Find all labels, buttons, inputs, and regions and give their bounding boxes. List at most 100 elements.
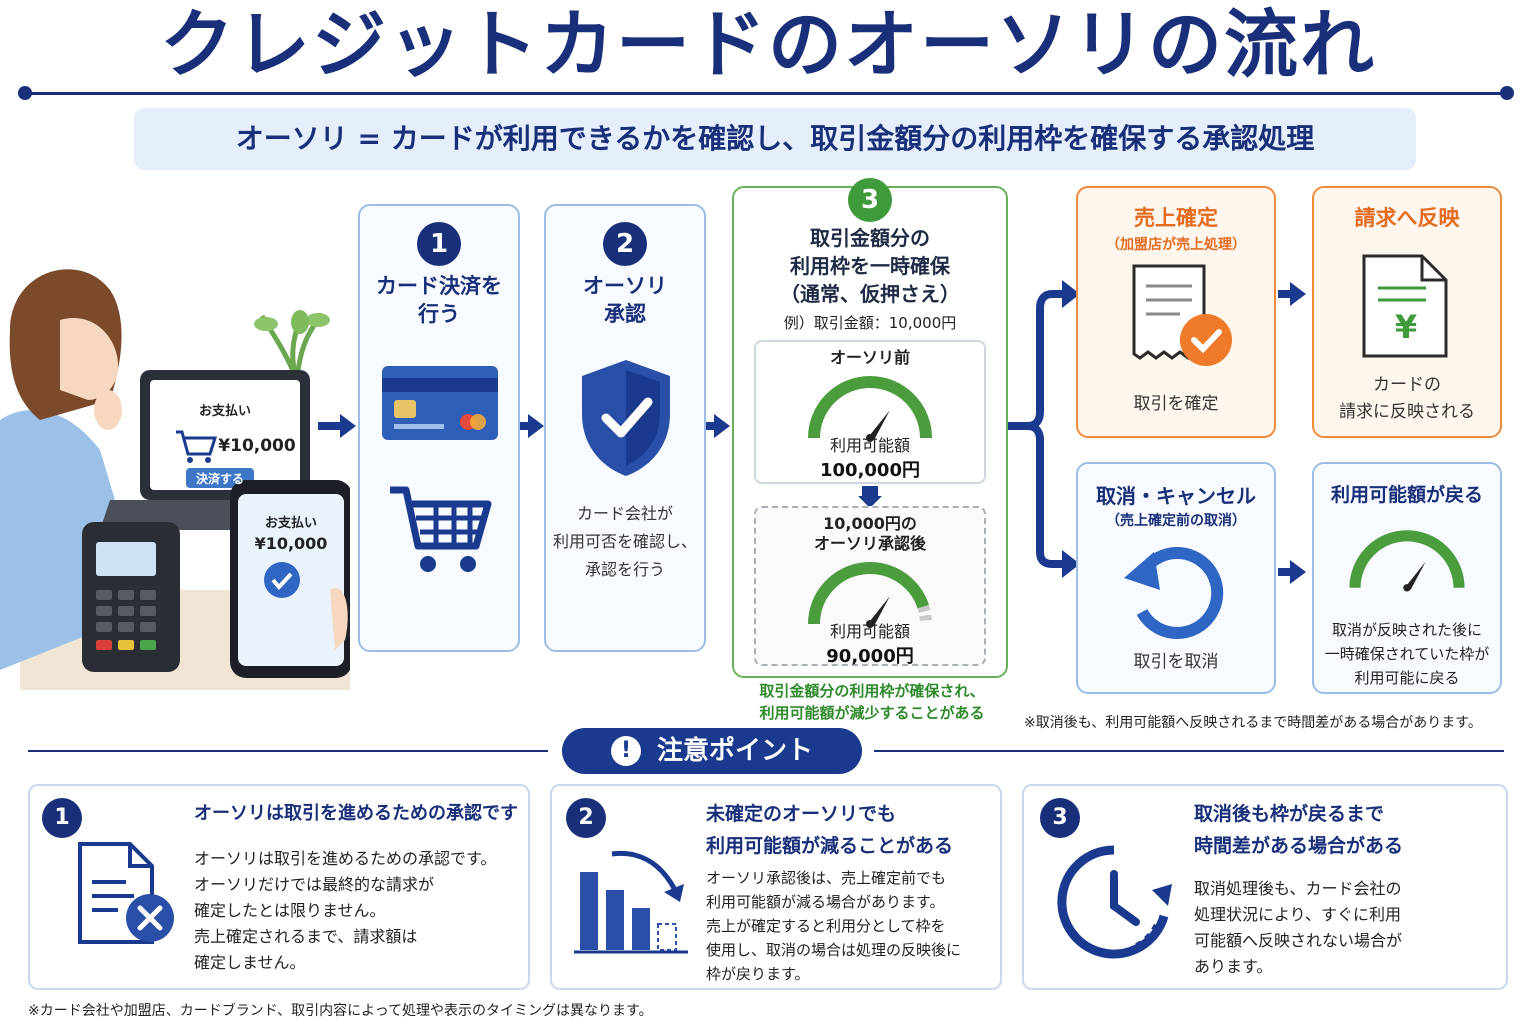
arrow-shaft bbox=[706, 422, 716, 430]
page-footnote: ※カード会社や加盟店、カードブランド、取引内容によって処理や表示のタイミングは異… bbox=[28, 1003, 653, 1019]
receipt-check-icon bbox=[1132, 264, 1232, 366]
outcome-subtitle: （加盟店が売上処理） bbox=[1106, 237, 1246, 253]
outcome-cancel-card: 取消・キャンセル （売上確定前の取消） 取引を取消 bbox=[1076, 462, 1276, 694]
laptop-payment-amount: ¥10,000 bbox=[218, 436, 296, 456]
notice-title: 取消後も枠が戻るまで 時間差がある場合がある bbox=[1194, 803, 1404, 857]
definition-banner: オーソリ = カードが利用できるかを確認し、取引金額分の利用枠を確保する承認処理 bbox=[134, 108, 1416, 170]
notice-number-badge: 1 bbox=[42, 798, 82, 838]
outcome-title: 利用可能額が戻る bbox=[1330, 484, 1483, 506]
title-divider bbox=[24, 92, 1512, 95]
section-divider bbox=[28, 750, 548, 752]
declining-bar-chart-icon bbox=[574, 850, 688, 954]
outcome-caption: カードの 請求に反映される bbox=[1339, 375, 1475, 422]
gauge-after-panel: 10,000円の オーソリ承認後 利用可能額 90,000円 bbox=[754, 506, 986, 667]
gauge-needle bbox=[1403, 561, 1426, 590]
phone-payment-label: お支払い bbox=[264, 516, 317, 531]
arrow-down-icon bbox=[858, 496, 882, 508]
arrow-shaft bbox=[1278, 290, 1292, 298]
clock-icon bbox=[1057, 845, 1172, 959]
gauge-after-label: 10,000円の オーソリ承認後 bbox=[813, 514, 926, 553]
gauge-before-panel: オーソリ前 利用可能額 100,000円 bbox=[754, 340, 986, 484]
outcome-billing-card: 請求へ反映 ¥ カードの 請求に反映される bbox=[1312, 186, 1502, 438]
laptop-pay-button: 決済する bbox=[195, 472, 244, 486]
outcome-restore-card: 利用可能額が戻る 取消が反映された後に 一時確保されていた枠が 利用可能に戻る bbox=[1312, 462, 1502, 694]
step-number-badge: 3 bbox=[848, 178, 892, 222]
notice-title: オーソリは取引を進めるための承認です bbox=[194, 803, 518, 824]
gauge-before-label: オーソリ前 bbox=[829, 348, 910, 367]
gauge-before-meter bbox=[808, 376, 932, 442]
notice-number-badge: 2 bbox=[566, 798, 606, 838]
notice-header: ! 注意ポイント bbox=[562, 728, 862, 774]
notice-body: 取消処理後も、カード会社の 処理状況により、すぐに利用 可能額へ反映されない場合… bbox=[1194, 879, 1403, 976]
notice-body: オーソリは取引を進めるための承認です。 オーソリだけでは最終的な請求が 確定した… bbox=[194, 849, 497, 972]
gauge-available-arc bbox=[808, 562, 929, 625]
exclamation-icon: ! bbox=[610, 736, 641, 766]
step3-note: 取引金額分の利用枠が確保され、 利用可能額が減少することがある bbox=[759, 682, 985, 722]
outcome-footnote: ※取消後も、利用可能額へ反映されるまで時間差がある場合があります。 bbox=[1024, 715, 1482, 731]
arrow-shaft bbox=[318, 422, 342, 430]
title-divider-dot-right bbox=[1500, 86, 1514, 100]
arrow-shaft bbox=[520, 422, 530, 430]
gauge-after-meter bbox=[808, 562, 932, 628]
outcome-subtitle: （売上確定前の取消） bbox=[1106, 513, 1246, 529]
arrow-right-icon bbox=[714, 414, 730, 438]
arrow-right-icon bbox=[340, 414, 356, 438]
notice-number-badge: 3 bbox=[1040, 798, 1080, 838]
phone-payment-amount: ¥10,000 bbox=[254, 534, 328, 553]
gauge-hub bbox=[866, 620, 874, 628]
outcome-title: 請求へ反映 bbox=[1354, 206, 1460, 230]
branch-arrow-icon bbox=[1008, 280, 1080, 578]
step-number-badge: 1 bbox=[417, 222, 461, 266]
section-divider bbox=[874, 750, 1504, 752]
outcome-title: 取消・キャンセル bbox=[1096, 484, 1256, 508]
arrow-shaft bbox=[1278, 568, 1292, 576]
gauge-available-arc bbox=[1349, 530, 1465, 588]
step-title: オーソリ 承認 bbox=[583, 274, 667, 326]
step-card-3: 3 取引金額分の 利用枠を一時確保 （通常、仮押さえ） 例）取引金額：10,00… bbox=[732, 178, 1008, 678]
invoice-yen-icon bbox=[1362, 254, 1448, 358]
outcome-caption: 取引を取消 bbox=[1133, 652, 1219, 672]
step-title: カード決済を 行う bbox=[376, 274, 502, 326]
gauge-reserved-arc bbox=[917, 604, 932, 625]
arrow-right-icon bbox=[1290, 282, 1306, 306]
yen-symbol: ¥ bbox=[1394, 308, 1418, 346]
notice-body: オーソリ承認後は、売上確定前でも 利用可能額が減る場合があります。 売上が確定す… bbox=[706, 869, 962, 983]
gauge-restore-meter bbox=[1349, 530, 1465, 592]
credit-card-icon bbox=[382, 366, 498, 440]
step-card-1: 1 カード決済を 行う bbox=[358, 204, 520, 652]
step-card-2: 2 オーソリ 承認 カード会社が 利用可否を確認し、 承認を行う bbox=[544, 204, 706, 652]
step-description: カード会社が 利用可否を確認し、 承認を行う bbox=[552, 504, 697, 579]
gauge-needle bbox=[866, 410, 890, 440]
laptop-payment-label: お支払い bbox=[198, 404, 251, 419]
title-divider-dot-left bbox=[18, 86, 32, 100]
step-example: 例）取引金額：10,000円 bbox=[783, 314, 957, 332]
step-number-badge: 2 bbox=[603, 222, 647, 266]
page-title: クレジットカードのオーソリの流れ bbox=[160, 2, 1376, 88]
notice-card-2: 2 未確定のオーソリでも 利用可能額が減ることがある オーソリ承認後は、売上確定… bbox=[550, 784, 1002, 990]
outcome-title: 売上確定 bbox=[1134, 206, 1218, 230]
notice-header-label: 注意ポイント bbox=[656, 736, 813, 766]
gauge-available-arc bbox=[808, 376, 932, 439]
undo-arrow-icon bbox=[1124, 547, 1224, 639]
gauge-needle bbox=[866, 596, 890, 626]
outcome-caption: 取引を確定 bbox=[1133, 394, 1219, 414]
outcome-confirm-card: 売上確定 （加盟店が売上処理） 取引を確定 bbox=[1076, 186, 1276, 438]
gauge-before-value: 100,000円 bbox=[820, 460, 920, 481]
notice-card-3: 3 取消後も枠が戻るまで 時間差がある場合がある 取消処理後も、カード会社の 処… bbox=[1022, 784, 1508, 990]
gauge-before-caption: 利用可能額 bbox=[829, 436, 910, 455]
gauge-after-value: 90,000円 bbox=[826, 646, 914, 667]
notice-card-1: 1 オーソリは取引を進めるための承認です オーソリは取引を進めるための承認です。… bbox=[28, 784, 530, 990]
gauge-hub bbox=[866, 434, 874, 442]
shopping-cart-icon bbox=[390, 486, 492, 572]
payment-illustration: お支払い ¥10,000 決済する お支払い ¥10,000 bbox=[0, 250, 352, 690]
person-illustration bbox=[0, 269, 352, 690]
shield-check-icon bbox=[582, 360, 670, 476]
arrow-right-icon bbox=[1290, 560, 1306, 584]
gauge-after-caption: 利用可能額 bbox=[829, 622, 910, 641]
notice-title: 未確定のオーソリでも 利用可能額が減ることがある bbox=[706, 803, 954, 857]
arrow-right-icon bbox=[528, 414, 544, 438]
outcome-caption: 取消が反映された後に 一時確保されていた枠が 利用可能に戻る bbox=[1324, 621, 1490, 687]
step-title: 取引金額分の 利用枠を一時確保 （通常、仮押さえ） bbox=[780, 226, 960, 306]
document-x-icon bbox=[78, 842, 174, 944]
gauge-hub bbox=[1403, 584, 1411, 592]
